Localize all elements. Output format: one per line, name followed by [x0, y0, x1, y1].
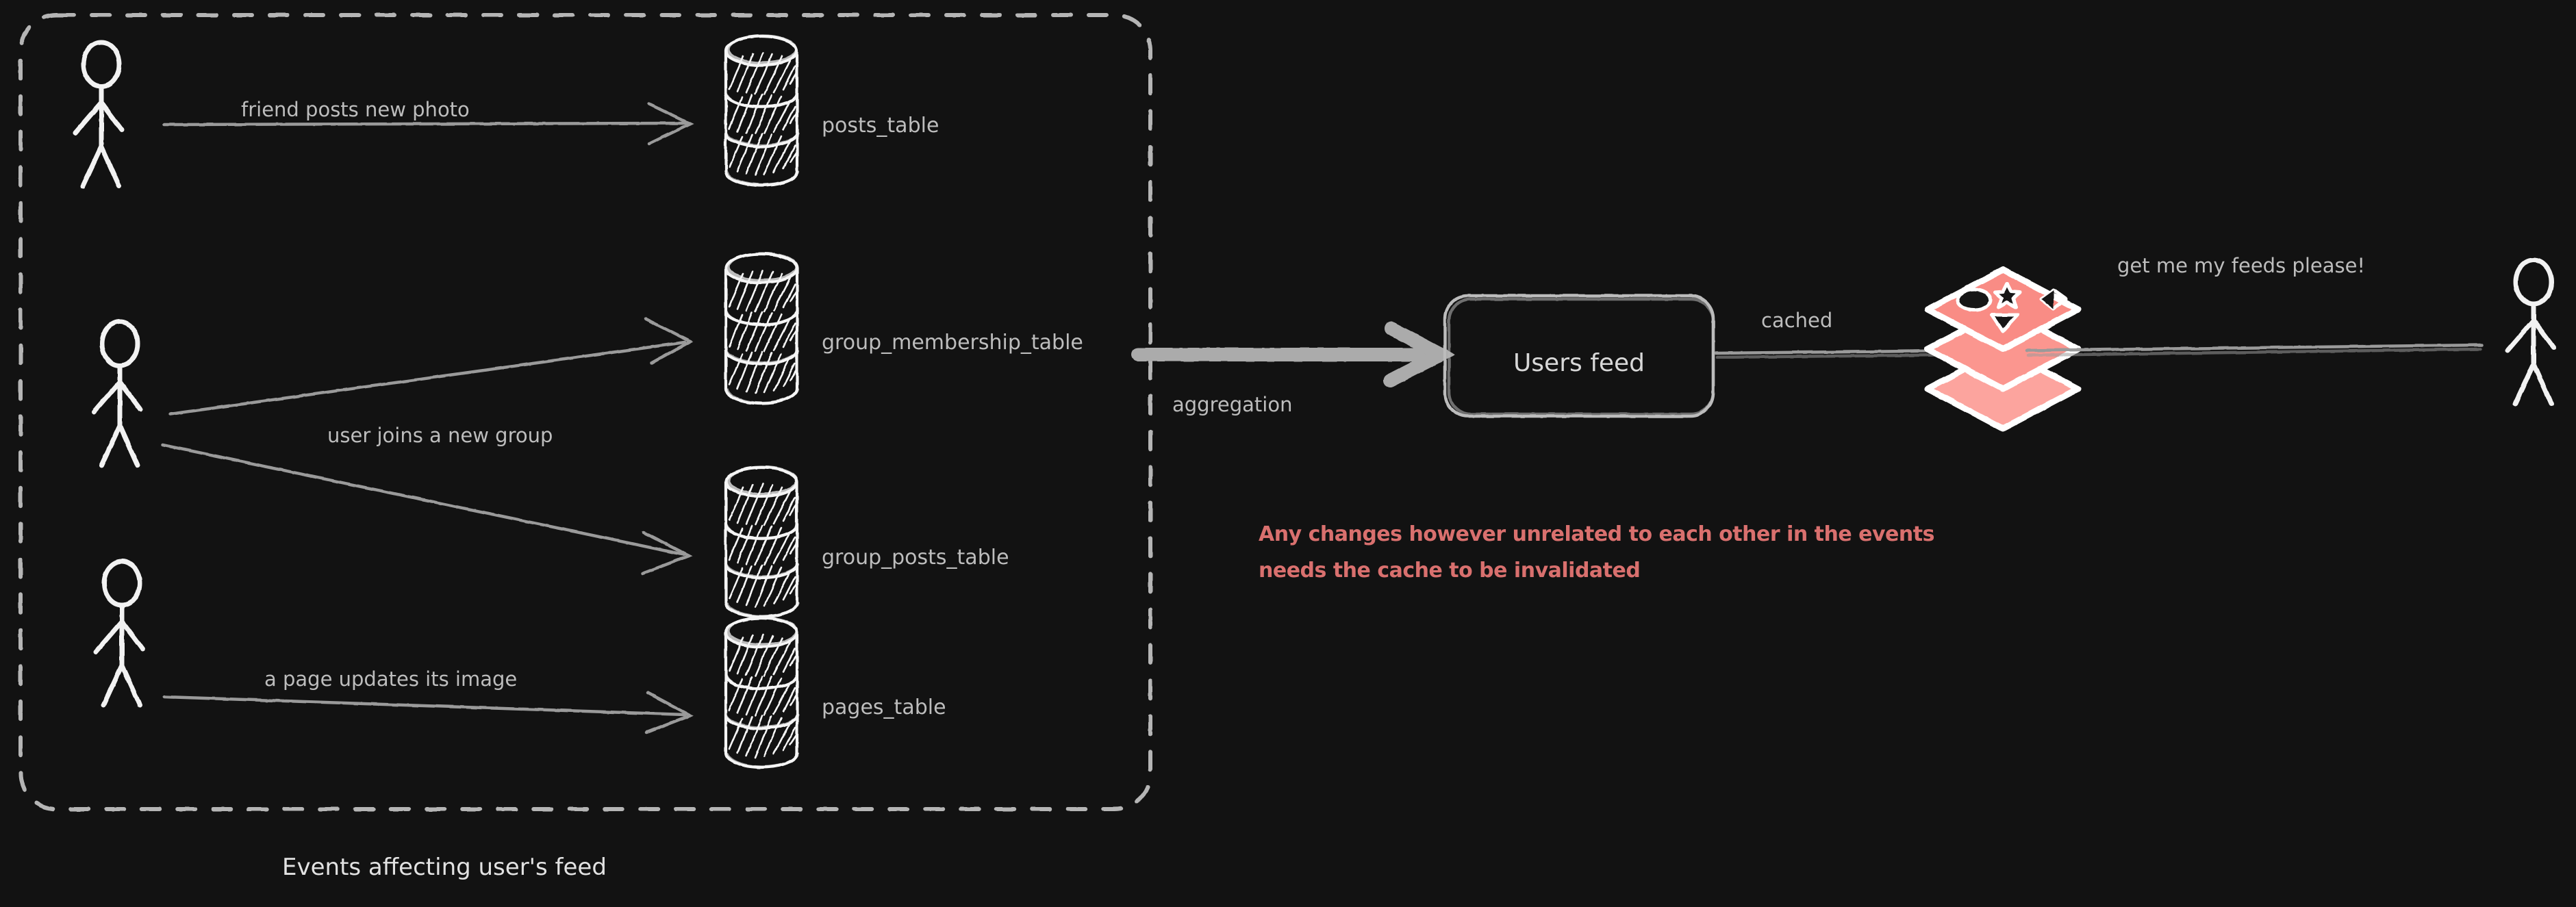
db-group-posts-table: group_posts_table [726, 468, 1009, 617]
warning-line-2: needs the cache to be invalidated [1259, 559, 1640, 583]
db-label-group-membership-table: group_membership_table [822, 331, 1083, 355]
db-label-posts-table: posts_table [822, 114, 939, 138]
aggregation-label: aggregation [1172, 393, 1292, 416]
edge-label-friend-posts-new-photo: friend posts new photo [241, 98, 470, 121]
db-label-pages-table: pages_table [822, 695, 946, 719]
cache-invalidation-warning: Any changes however unrelated to each ot… [1259, 522, 1934, 583]
db-group-membership-table: group_membership_table [726, 254, 1083, 404]
cached-label: cached [1761, 309, 1832, 332]
feed-request-label: get me my feeds please! [2117, 254, 2365, 277]
edge-user-joins-a-new-group: user joins a new group [161, 317, 694, 576]
edge-label-a-page-updates-its-image: a page updates its image [264, 667, 517, 691]
db-posts-table: posts_table [726, 36, 939, 186]
layered-cache-stack-icon [1924, 266, 2082, 432]
users-feed-label: Users feed [1513, 349, 1645, 377]
warning-line-1: Any changes however unrelated to each ot… [1259, 522, 1934, 546]
edge-a-page-updates-its-image: a page updates its image [162, 667, 694, 734]
events-group-border [18, 13, 1152, 811]
edge-friend-posts-new-photo: friend posts new photo [162, 98, 694, 146]
actor-page-owner [96, 561, 142, 705]
actor-friend-poster [75, 42, 122, 186]
events-group-caption: Events affecting user's feed [282, 854, 607, 881]
actor-feed-consumer [2508, 260, 2554, 404]
actor-group-joiner [94, 322, 140, 465]
edge-feed-request: get me my feeds please! [2025, 254, 2484, 357]
users-feed-node[interactable]: Users feed [1443, 294, 1715, 418]
edge-label-user-joins-a-new-group: user joins a new group [327, 424, 553, 447]
db-label-group-posts-table: group_posts_table [822, 546, 1009, 570]
db-pages-table: pages_table [726, 618, 946, 768]
aggregation-arrow: aggregation [1131, 322, 1456, 416]
